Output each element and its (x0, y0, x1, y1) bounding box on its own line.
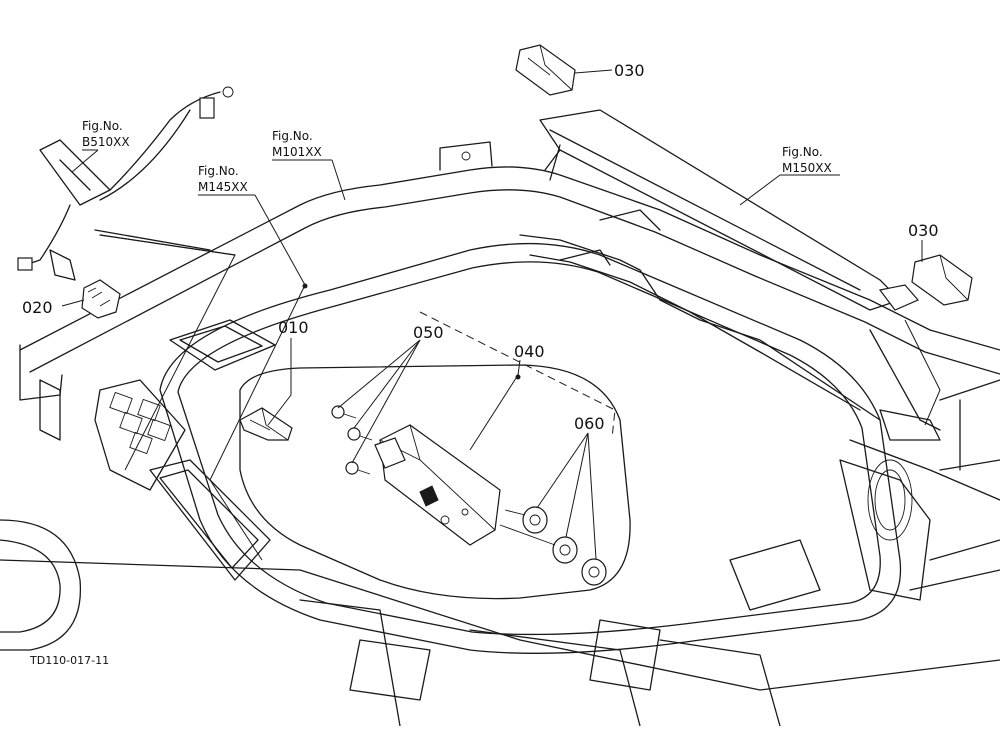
screws-050 (331, 405, 373, 475)
figref-b510-caption: Fig.No. (82, 119, 123, 133)
nuts-060 (499, 506, 607, 586)
drawing-id: TD110-017-11 (29, 654, 109, 667)
leader-lines (61, 69, 941, 561)
figref-m101-number: M101XX (272, 145, 322, 159)
label-030-right: 030 (908, 221, 939, 240)
left-switch-panel (94, 319, 276, 581)
figref-m150: Fig.No. M150XX (782, 145, 832, 175)
figref-b510: Fig.No. B510XX (82, 119, 130, 149)
label-030-top: 030 (614, 61, 645, 80)
upper-rail (519, 109, 941, 441)
assembly-group-outline (419, 311, 616, 439)
figref-m150-number: M150XX (782, 161, 832, 175)
figref-b510-number: B510XX (82, 135, 130, 149)
label-010: 010 (278, 318, 309, 337)
figref-m145: Fig.No. M145XX (198, 164, 248, 194)
figref-m150-caption: Fig.No. (782, 145, 823, 159)
connector-020 (81, 279, 121, 319)
cab-frame (0, 141, 1000, 727)
figref-m101: Fig.No. M101XX (272, 129, 322, 159)
wiring-harness (17, 86, 236, 281)
control-module-040 (374, 424, 501, 546)
label-040: 040 (514, 342, 545, 361)
figref-m145-number: M145XX (198, 180, 248, 194)
connector-030-top (515, 44, 576, 96)
connector-030-right (878, 254, 973, 311)
figref-m145-caption: Fig.No. (198, 164, 239, 178)
label-060: 060 (574, 414, 605, 433)
label-050: 050 (413, 323, 444, 342)
switch-010 (239, 407, 293, 441)
label-020: 020 (22, 298, 53, 317)
figref-m101-caption: Fig.No. (272, 129, 313, 143)
